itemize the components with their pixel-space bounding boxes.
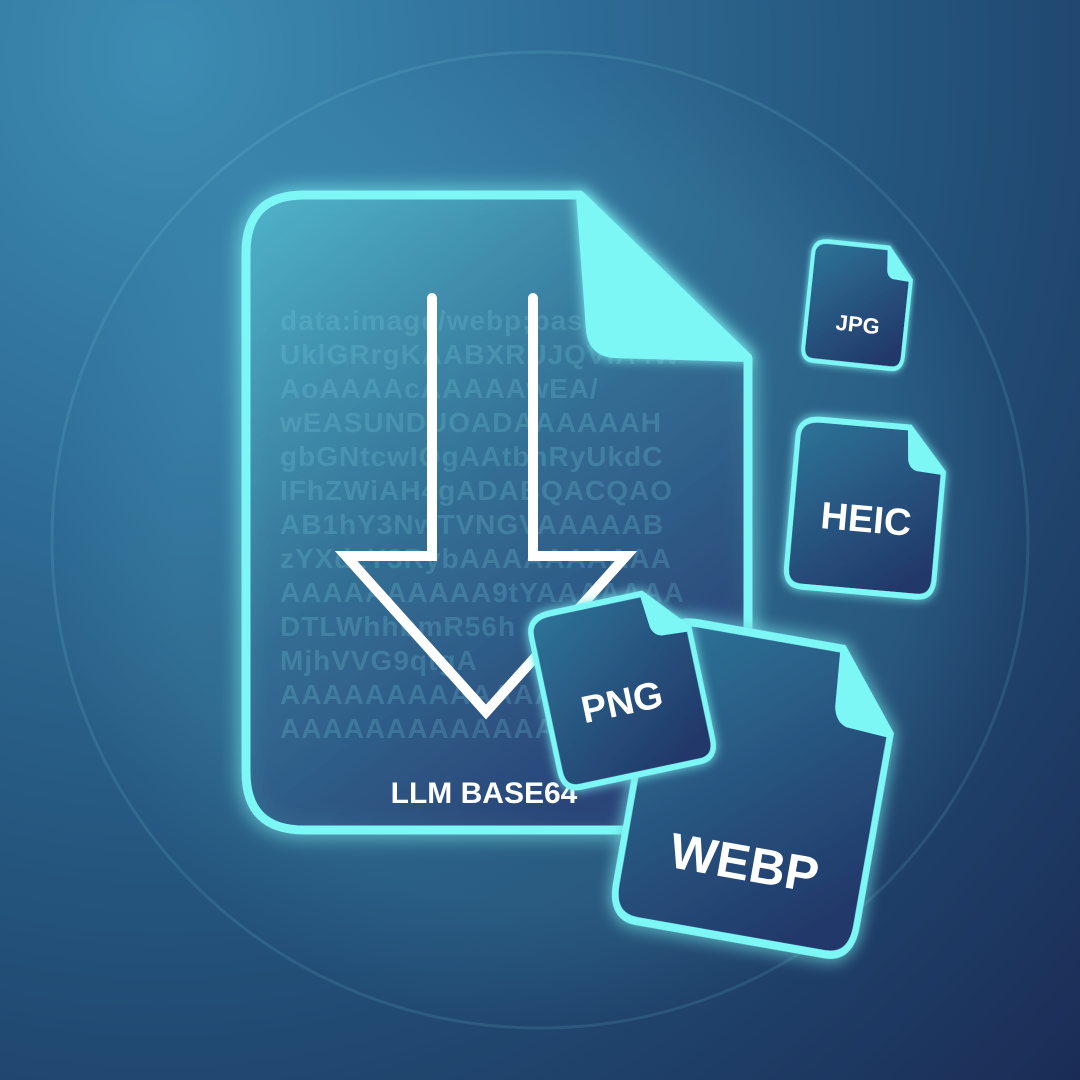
base64-line: AB1hY3NwTVNGVAAAAAB [280,509,664,540]
base64-line: wEASUNDUOADAAAAAAH [279,407,662,438]
heic-file-icon [785,418,947,598]
heic-label: HEIC [819,495,913,545]
webp-file-icon [610,617,903,959]
file-corner-fold [576,191,752,362]
down-arrow-icon [334,293,638,720]
base64-line: gbGNtcwIQgAAtbnRyUkdC [280,441,663,472]
png-file-icon [527,586,716,791]
base64-line: data:image/webp;base64, [280,305,642,336]
main-file-label: LLM BASE64 [391,777,578,810]
base64-line: IFhZWiAH4gADABQACQAO [280,475,673,506]
base64-line: AoAAAAcAAAAAwEA/ [280,373,599,404]
jpg-file-icon [802,240,914,370]
jpg-label: JPG [835,310,881,339]
